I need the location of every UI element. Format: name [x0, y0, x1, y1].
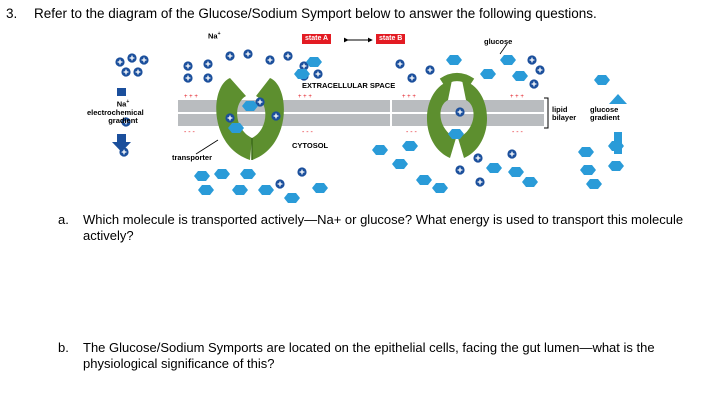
question-prompt: Refer to the diagram of the Glucose/Sodi… [34, 6, 597, 21]
svg-text:+ + +: + + + [184, 94, 198, 100]
svg-text:- - -: - - - [406, 129, 418, 136]
svg-text:- - -: - - - [184, 129, 196, 136]
cytosol-label: CYTOSOL [292, 141, 329, 150]
na-gradient-arrowhead [112, 142, 131, 152]
glucose-gradient-label: glucose gradient [590, 105, 620, 122]
glucose-label-top: glucose [484, 37, 513, 46]
transporter-label: transporter [172, 153, 213, 162]
symport-diagram: + + + + + + + + + + + + - - - - - - - - … [80, 26, 640, 206]
lipid-bilayer-label: lipid bilayer [552, 105, 577, 122]
na-gradient-bar-top [117, 88, 126, 96]
lipid-bilayer-left [178, 100, 390, 126]
part-b-text: The Glucose/Sodium Symports are located … [83, 340, 655, 371]
transporter-state-b [426, 73, 488, 158]
glucose-gradient-arrowhead [609, 94, 627, 104]
lipid-bilayer-right [392, 100, 544, 126]
part-a-text: Which molecule is transported actively—N… [83, 212, 684, 243]
na-gradient-label: Na+ electrochemical gradient [87, 99, 144, 125]
svg-text:- - -: - - - [512, 129, 524, 136]
svg-text:- - -: - - - [302, 129, 314, 136]
extracellular-space-label: EXTRACELLULAR SPACE [302, 81, 396, 90]
na-gradient-bar-bottom [117, 134, 126, 144]
svg-text:+ + +: + + + [510, 94, 524, 100]
part-b-letter: b. [58, 340, 69, 355]
question-number: 3. [6, 6, 18, 21]
state-b-tag: state B [376, 34, 406, 44]
part-a-letter: a. [58, 212, 69, 227]
svg-text:+ + +: + + + [298, 94, 312, 100]
glucose-gradient-bar [614, 132, 622, 154]
svg-text:+ + +: + + + [402, 94, 416, 100]
question-title: 3. Refer to the diagram of the Glucose/So… [6, 6, 597, 21]
symport-illustration: + + + + + + + + + + + + - - - - - - - - … [112, 37, 627, 203]
na-label-top: Na+ [208, 31, 221, 41]
state-a-tag: state A [302, 34, 332, 44]
